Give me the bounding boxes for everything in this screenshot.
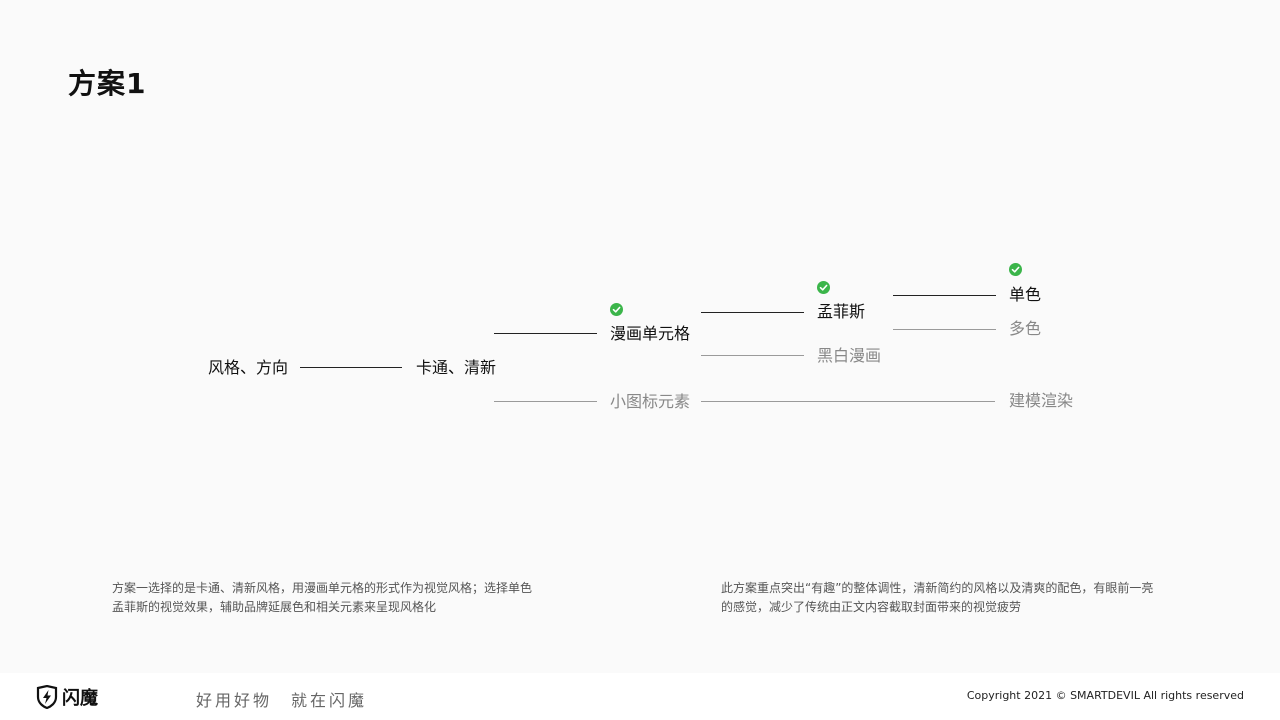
footer: 闪魔 好用好物 就在闪魔 Copyright 2021 © SMARTDEVIL…: [0, 673, 1280, 720]
node-level4-modeling: 建模渲染: [1009, 391, 1074, 410]
description-left: 方案一选择的是卡通、清新风格，用漫画单元格的形式作为视觉风格；选择单色 孟菲斯的…: [112, 579, 532, 617]
edge-level1-selected: [494, 333, 597, 334]
check-icon: [1009, 263, 1022, 276]
check-icon: [610, 303, 623, 316]
description-right-line: 的感觉，减少了传统由正文内容截取封面带来的视觉疲劳: [721, 600, 1022, 614]
node-level4-other: 多色: [1009, 319, 1042, 338]
copyright: Copyright 2021 © SMARTDEVIL All rights r…: [966, 689, 1244, 702]
edge-level2-modeling: [701, 401, 995, 402]
node-level3-other: 黑白漫画: [817, 346, 882, 365]
description-left-line: 孟菲斯的视觉效果，辅助品牌延展色和相关元素来呈现风格化: [112, 600, 437, 614]
brand-name: 闪魔: [62, 688, 98, 709]
node-level4-selected: 单色: [1009, 285, 1042, 304]
edge-level3-selected: [893, 295, 996, 296]
description-left-line: 方案一选择的是卡通、清新风格，用漫画单元格的形式作为视觉风格；选择单色: [112, 581, 533, 595]
node-level2-selected: 漫画单元格: [610, 324, 691, 343]
node-root: 风格、方向: [208, 358, 289, 377]
description-right: 此方案重点突出“有趣”的整体调性，清新简约的风格以及清爽的配色，有眼前一亮 的感…: [721, 579, 1153, 617]
edge-level3-other: [893, 329, 996, 330]
node-level2-other: 小图标元素: [610, 392, 691, 411]
check-icon: [817, 281, 830, 294]
description-right-line: 此方案重点突出“有趣”的整体调性，清新简约的风格以及清爽的配色，有眼前一亮: [721, 581, 1154, 595]
edge-level2-selected: [701, 312, 804, 313]
node-level1: 卡通、清新: [416, 358, 497, 377]
brand-logo: 闪魔: [36, 685, 98, 709]
edge-root-level1: [300, 367, 402, 368]
shield-lightning-icon: [36, 685, 58, 709]
slogan: 好用好物 就在闪魔: [196, 691, 368, 710]
edge-level1-other: [494, 401, 597, 402]
edge-level2-other: [701, 355, 804, 356]
node-level3-selected: 孟菲斯: [817, 302, 866, 321]
page-title: 方案1: [68, 67, 147, 100]
